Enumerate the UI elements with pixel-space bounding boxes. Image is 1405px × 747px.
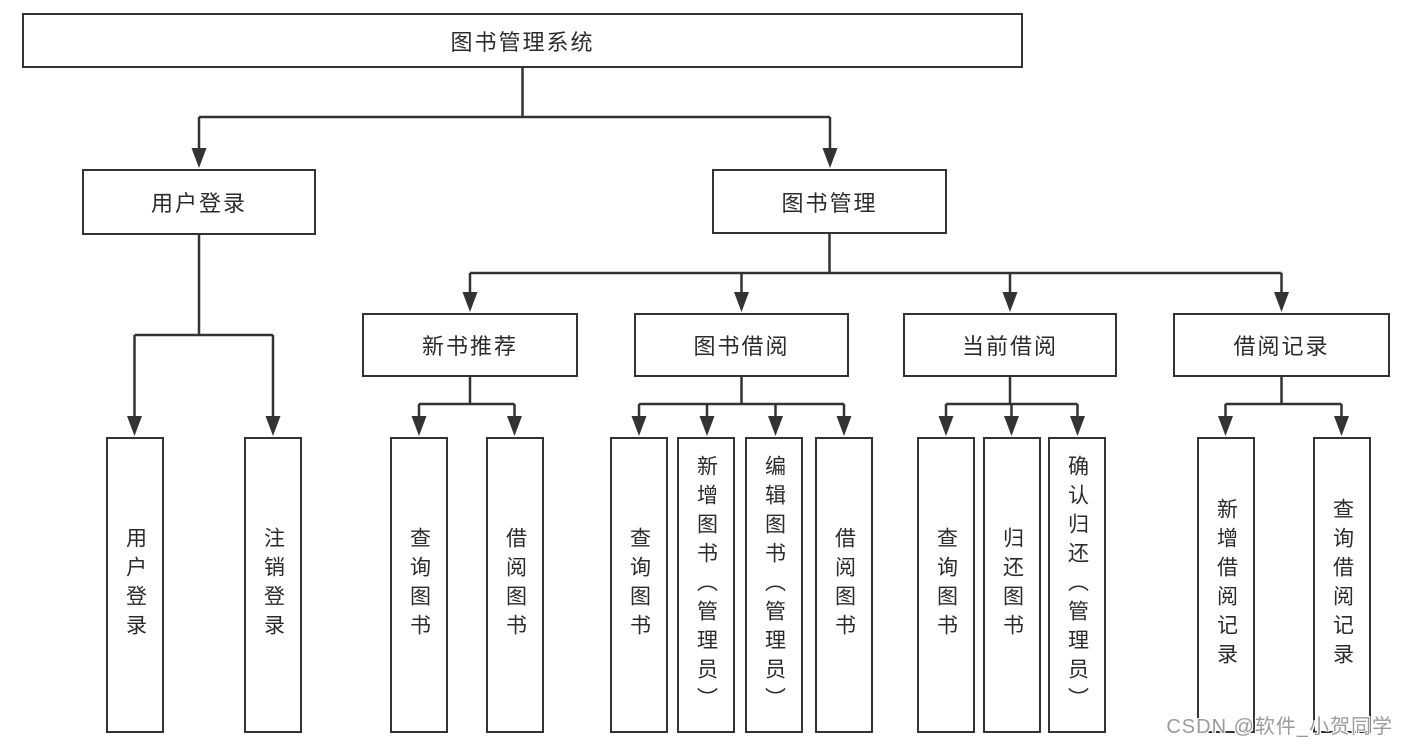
leaf-user-login: 用户登录: [106, 437, 164, 733]
leaf-borrow-books-label: 借阅图书: [832, 527, 856, 643]
leaf-query-books-borrowing-label: 查询图书: [627, 527, 651, 643]
node-book-borrowing-label: 图书借阅: [693, 334, 790, 359]
csdn-watermark: CSDN @软件_小贺同学: [1166, 716, 1393, 738]
leaf-add-borrow-record: 新增借阅记录: [1197, 437, 1255, 733]
leaf-user-login-label: 用户登录: [123, 527, 147, 643]
leaf-query-books-recommend-label: 查询图书: [407, 527, 431, 643]
leaf-add-borrow-record-label: 新增借阅记录: [1214, 498, 1238, 672]
leaf-logout: 注销登录: [244, 437, 302, 733]
leaf-borrow-books-recommend: 借阅图书: [486, 437, 544, 733]
leaf-confirm-return-admin-label: 确认归还（管理员）: [1065, 454, 1089, 716]
node-new-book-recommendation: 新书推荐: [362, 313, 578, 377]
leaf-return-books: 归还图书: [983, 437, 1041, 733]
node-library-management-system: 图书管理系统: [22, 13, 1023, 68]
node-new-book-recommendation-label: 新书推荐: [421, 334, 518, 359]
leaf-logout-label: 注销登录: [261, 527, 285, 643]
node-book-management: 图书管理: [712, 169, 947, 234]
node-borrowing-records: 借阅记录: [1173, 313, 1390, 377]
leaf-query-borrow-record-label: 查询借阅记录: [1330, 498, 1354, 672]
leaf-query-books-current: 查询图书: [917, 437, 975, 733]
node-borrowing-records-label: 借阅记录: [1233, 334, 1330, 359]
leaf-query-books-recommend: 查询图书: [390, 437, 448, 733]
leaf-edit-books-admin: 编辑图书（管理员）: [745, 437, 803, 733]
leaf-borrow-books: 借阅图书: [815, 437, 873, 733]
leaf-confirm-return-admin: 确认归还（管理员）: [1048, 437, 1106, 733]
node-library-management-system-label: 图书管理系统: [450, 29, 595, 55]
leaf-add-books-admin-label: 新增图书（管理员）: [694, 454, 718, 716]
leaf-return-books-label: 归还图书: [1000, 527, 1024, 643]
leaf-edit-books-admin-label: 编辑图书（管理员）: [762, 454, 786, 716]
leaf-query-books-current-label: 查询图书: [934, 527, 958, 643]
node-current-borrowing-label: 当前借阅: [961, 334, 1058, 359]
leaf-borrow-books-recommend-label: 借阅图书: [503, 527, 527, 643]
node-book-borrowing: 图书借阅: [634, 313, 849, 377]
node-user-login: 用户登录: [82, 169, 316, 235]
leaf-query-books-borrowing: 查询图书: [610, 437, 668, 733]
node-current-borrowing: 当前借阅: [903, 313, 1117, 377]
leaf-query-borrow-record: 查询借阅记录: [1313, 437, 1371, 733]
node-book-management-label: 图书管理: [781, 190, 878, 216]
leaf-add-books-admin: 新增图书（管理员）: [677, 437, 735, 733]
node-user-login-label: 用户登录: [150, 191, 247, 216]
